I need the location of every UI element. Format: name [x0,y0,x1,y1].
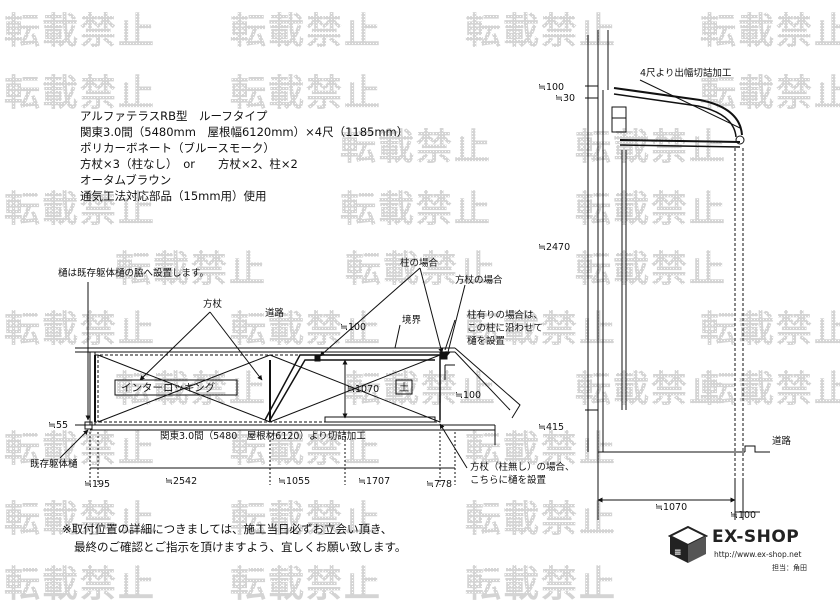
brace-line [269,354,441,423]
elevation-labels: 4尺より出幅切詰加工 ≒100 ≒30 ≒2470 ≒415 道路 ≒1070 … [538,67,792,521]
footer-note-line: ※取付位置の詳細につきましては、施工当日必ずお立会い頂き、 [62,522,393,536]
dim-100-top-label: ≒100 [340,322,366,333]
elevation-dim-30: ≒30 [555,93,575,104]
box-logo-icon: ≡ [668,525,708,563]
logo-name: EX-SHOP [712,527,800,547]
dim-bottom-label: ≒2542 [165,476,197,487]
houzue-note-line: 方杖（柱無し）の場合、 [470,461,575,473]
elevation-dim-2470: ≒2470 [538,242,570,253]
svg-text:≡: ≡ [674,548,682,558]
elevation-dim-100: ≒100 [538,82,564,93]
soil-label: 土 [399,381,409,394]
boundary-label: 境界 [402,314,422,326]
post-marker [440,352,447,359]
footer-note: ※取付位置の詳細につきましては、施工当日必ずお立会い頂き、 最終のご確認とご指示… [62,520,406,556]
gutter-box [324,416,436,423]
staff-label: 担当：角田 [772,564,807,572]
boundary-line [454,347,521,419]
roof-profile [613,87,743,136]
dim-bottom-label: ≒1707 [358,476,390,487]
spec-line-color: オータムブラウン [80,173,172,187]
elevation-dim-100-bottom: ≒100 [730,510,756,521]
roof-profile [613,93,737,138]
houzue-note-line: こちらに樋を設置 [470,474,546,486]
spec-line-parts: 通気工法対応部品（15mm用）使用 [80,189,267,203]
dim-bottom-label: ≒1055 [278,476,310,487]
pillar-note-line: この柱に沿わせて [467,322,543,334]
leader-line [394,324,401,349]
elevation-view [585,30,770,520]
support-frame [264,354,441,421]
leader-line [139,311,211,381]
spec-block: アルファテラスRB型 ルーフタイプ 関東3.0間（5480mm 屋根幅6120m… [80,108,408,204]
dim-bottom-label: ≒195 [84,479,110,490]
footer-note-line: 最終のご確認とご指示を頂けますよう、宜しくお願い致します。 [74,540,407,554]
leader-line [439,423,468,469]
spec-line-supports: 方杖×3（柱なし） or 方杖×2、柱×2 [80,157,298,171]
brace-line [97,354,271,423]
spec-line-model: アルファテラスRB型 ルーフタイプ [80,109,268,123]
existing-gutter-label: 既存躯体樋 [30,458,78,470]
leader-line [419,267,444,354]
leader-line [639,79,741,129]
pillar-note-line: 柱有りの場合は、 [467,309,543,321]
dim-55-label: ≒55 [48,420,68,431]
rafter-line [619,144,741,148]
gutter-circle [735,135,745,145]
leader-line [319,267,421,357]
pillar-note-line: 樋を設置 [467,335,505,347]
elevation-dim-1070: ≒1070 [655,502,687,513]
dim-1070-label: ≒1070 [347,384,379,395]
spec-line-roof-material: ポリカーボネート（ブルースモーク） [80,141,275,155]
elevation-road-label: 道路 [772,435,792,447]
soil-box [395,379,413,395]
ex-shop-logo: ≡ EX-SHOP http://www.ex-shop.net 担当：角田 [668,523,828,573]
boundary-line [454,351,511,411]
houzue-label: 方杖 [203,298,223,310]
rafter-line [619,139,741,143]
road-label: 道路 [265,307,285,319]
leader-line [59,429,89,459]
spec-line-size: 関東3.0間（5480mm 屋根幅6120mm）×4尺（1185mm） [80,125,409,139]
houzue-case-label: 方杖の場合 [455,274,503,286]
leader-line [209,311,263,381]
leader-line [445,284,466,357]
plan-view [59,267,521,485]
logo-url: http://www.ex-shop.net [714,550,802,559]
installation-drawing: 樋は既存躯体樋の脇へ設置します。 方杖 道路 インターロッキング 土 境界 柱の… [30,30,792,521]
leader-line [444,319,456,351]
interlocking-box [114,379,238,396]
elevation-cut-note: 4尺より出幅切詰加工 [640,67,732,79]
gutter-note-label: 樋は既存躯体樋の脇へ設置します。 [58,267,209,279]
support-frame [269,359,435,421]
ground-line [744,445,770,453]
dim-bottom-label: ≒778 [426,479,452,490]
pillar-case-label: 柱の場合 [400,257,439,269]
post-marker [314,355,321,362]
wall-bracket [611,106,627,133]
plan-labels: 樋は既存躯体樋の脇へ設置します。 方杖 道路 インターロッキング 土 境界 柱の… [30,257,575,490]
dim-100-right-label: ≒100 [455,390,481,401]
interlocking-label: インターロッキング [121,381,216,394]
elevation-dim-415: ≒415 [538,422,564,433]
cut-note-label: 関東3.0間（5480 屋根材6120）より切詰加工 [160,430,366,442]
